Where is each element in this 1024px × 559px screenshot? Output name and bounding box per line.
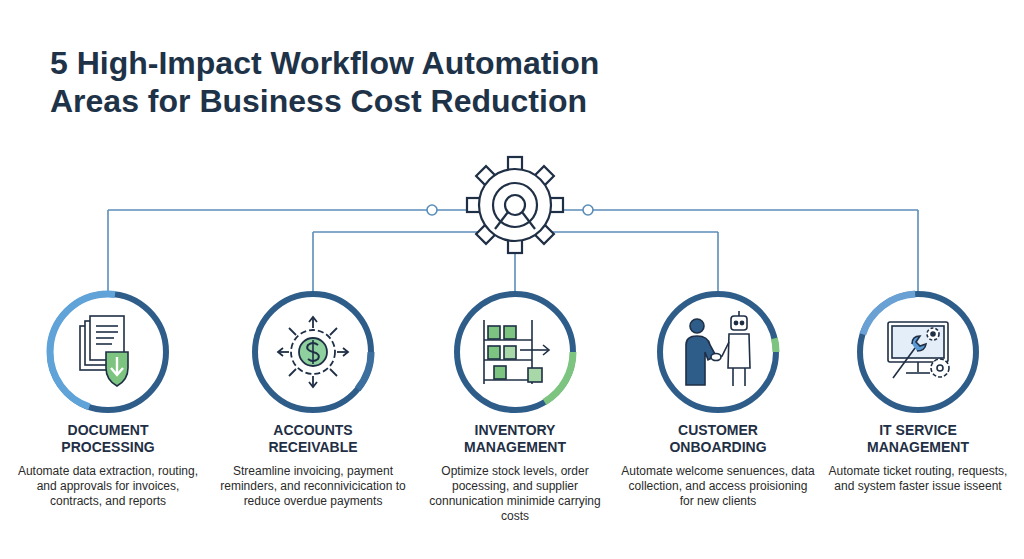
area-node: CUSTOMER ONBOARDING Automate welcome senu… [618, 288, 818, 538]
ring-accent [660, 294, 776, 410]
area-node: ACCOUNTS RECEIVABLE Streamline invoicing,… [213, 288, 413, 538]
ring-base [660, 294, 776, 410]
receivable-icon [278, 317, 348, 387]
ring-accent [50, 294, 166, 410]
ring-outline [818, 288, 1018, 418]
area-node: INVENTORY MANAGEMENT Optimize stock level… [415, 288, 615, 538]
area-heading: DOCUMENT PROCESSING [43, 422, 173, 456]
area-heading: ACCOUNTS RECEIVABLE [248, 422, 378, 456]
area-node: DOCUMENT PROCESSING Automate data extract… [8, 288, 208, 538]
document-icon [80, 316, 128, 386]
ring-base [860, 294, 976, 410]
it-service-icon [888, 322, 949, 378]
area-description: Automate data extraction, routing, and a… [10, 464, 206, 509]
area-description: Optimize stock levels, order pocessing, … [417, 464, 613, 524]
ring-base [255, 294, 371, 410]
ring-accent [457, 294, 573, 410]
ring-base [50, 294, 166, 410]
area-description: Automate ticket routing, requests, and s… [820, 464, 1016, 494]
inventory-icon [484, 320, 549, 384]
ring-outline [618, 288, 818, 418]
area-heading: CUSTOMER ONBOARDING [653, 422, 783, 456]
area-node: IT SERVICE MANAGEMENT Automate ticket rou… [818, 288, 1018, 538]
area-description: Automate welcome senuences, data collect… [620, 464, 816, 509]
area-heading: IT SERVICE MANAGEMENT [853, 422, 983, 456]
ring-accent [860, 294, 976, 410]
central-gear [467, 157, 563, 253]
diagram-title: 5 High-Impact Workflow Automation Areas … [50, 44, 690, 120]
ring-outline [8, 288, 208, 418]
ring-outline [415, 288, 615, 418]
onboarding-icon [686, 311, 750, 386]
area-heading: INVENTORY MANAGEMENT [450, 422, 580, 456]
ring-accent [255, 294, 371, 410]
ring-base [457, 294, 573, 410]
ring-outline [213, 288, 413, 418]
area-description: Streamline invoicing, payment reminders,… [215, 464, 411, 509]
